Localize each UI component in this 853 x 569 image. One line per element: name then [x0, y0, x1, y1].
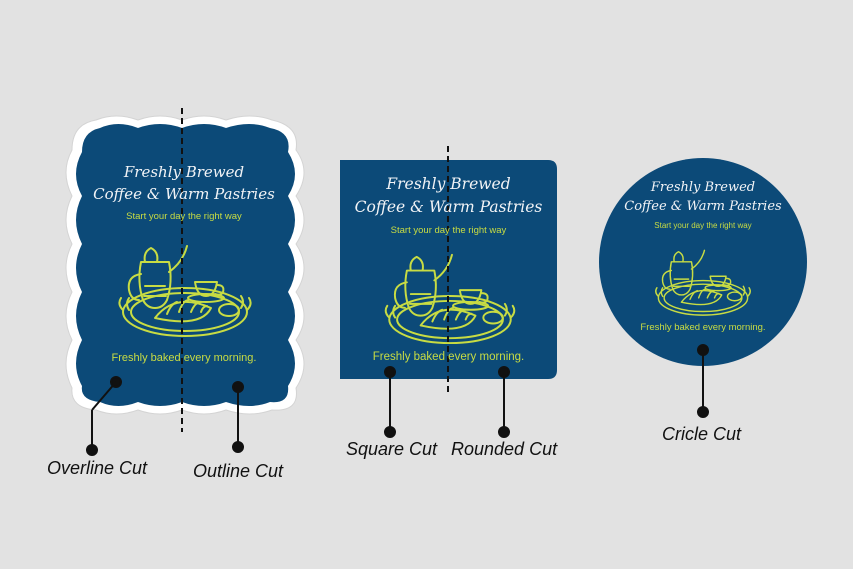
- sticker2-subtitle: Start your day the right way: [390, 225, 507, 236]
- sticker1-subtitle: Start your day the right way: [126, 211, 242, 222]
- square-pointer: [384, 366, 396, 438]
- pointer-lines: [86, 344, 709, 456]
- sticker1-title-line1: Freshly Brewed: [123, 163, 245, 181]
- label-outline-cut: Outline Cut: [193, 461, 284, 481]
- sticker3-title-line2: Coffee & Warm Pastries: [624, 199, 782, 214]
- label-rounded-cut: Rounded Cut: [451, 439, 558, 459]
- rounded-pointer: [498, 366, 510, 438]
- sticker2-title-line2: Coffee & Warm Pastries: [354, 198, 543, 216]
- circle-blue-shape: [599, 158, 807, 366]
- label-square-cut: Square Cut: [346, 439, 438, 459]
- sticker2-title-line1: Freshly Brewed: [386, 175, 511, 193]
- scalloped-sticker: [65, 115, 305, 415]
- sticker2-footer: Freshly baked every morning.: [372, 351, 525, 363]
- sticker3-title-line1: Freshly Brewed: [650, 180, 756, 195]
- outline-blue-shape: [76, 124, 295, 406]
- sticker3-subtitle: Start your day the right way: [654, 221, 752, 230]
- sticker3-footer: Freshly baked every morning.: [640, 322, 766, 333]
- label-overline-cut: Overline Cut: [47, 458, 148, 478]
- label-circle-cut: Cricle Cut: [662, 424, 742, 444]
- outline-pointer: [232, 381, 244, 453]
- overline-pointer: [86, 376, 122, 456]
- circle-sticker: [599, 158, 807, 366]
- circle-pointer: [697, 344, 709, 418]
- sticker1-title-line2: Coffee & Warm Pastries: [93, 185, 275, 203]
- sticker1-footer: Freshly baked every morning.: [111, 352, 257, 364]
